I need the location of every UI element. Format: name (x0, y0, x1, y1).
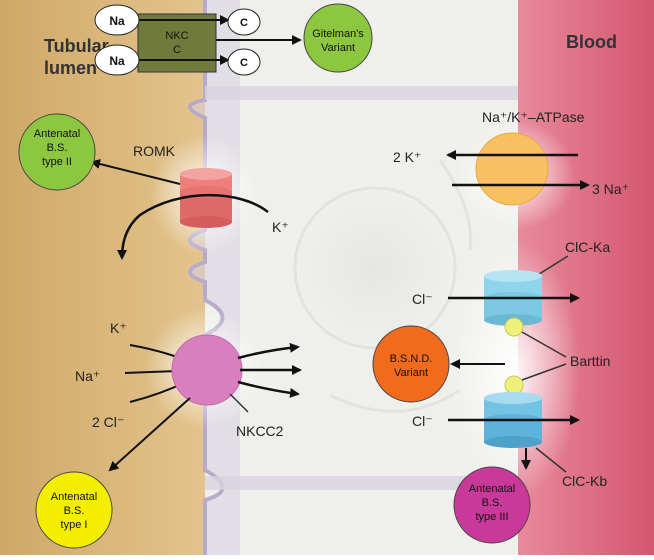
nkcc2-k-label: K⁺ (110, 320, 127, 336)
clc-kb-cl-label: Cl⁻ (412, 413, 433, 429)
nkcc-box-line1: NKC (165, 30, 188, 42)
type2-line1: Antenatal (34, 128, 80, 140)
atpase-k-label: 2 K⁺ (393, 149, 421, 165)
antenatal-bs-type1-circle (35, 471, 113, 549)
gitelman-line1: Gitelman's (312, 28, 364, 40)
romk-label: ROMK (133, 143, 176, 159)
barttin-pointer-lower (521, 363, 567, 381)
clc-kb-top (484, 392, 542, 404)
na-top-oval (94, 4, 140, 36)
clc-kb-lower (484, 420, 542, 442)
c-top-label: C (240, 17, 248, 29)
romk-channel-bottom (180, 216, 232, 228)
clc-ka-lower (484, 298, 542, 320)
antenatal-bs-type3-circle (453, 466, 531, 544)
clc-ka-pointer (535, 255, 569, 277)
nkcc2-out-arrow-1 (237, 342, 300, 360)
romk-k-label: K⁺ (272, 219, 289, 235)
bsnd-variant-circle (372, 325, 450, 403)
gitelman-variant-circle (303, 3, 373, 73)
barttin-upper (504, 317, 524, 337)
lower-junction (205, 476, 518, 490)
c-bottom-oval (227, 48, 261, 76)
na-bottom-label: Na (109, 54, 125, 68)
antenatal-bs-type2-circle (18, 113, 96, 191)
atpase-label: Na⁺/K⁺–ATPase (482, 109, 585, 125)
clc-kb-pointer (535, 447, 567, 473)
barttin-pointer-upper (521, 331, 567, 358)
nkcc2-out-arrow-3 (237, 380, 300, 398)
clc-kb-label: ClC-Kb (562, 473, 607, 489)
barttin-lower (504, 375, 524, 395)
romk-channel-top (180, 168, 232, 180)
type2-line2: B.S. (47, 142, 68, 154)
upper-junction (205, 86, 518, 100)
atpase-na-label: 3 Na⁺ (592, 181, 629, 197)
type1-line1: Antenatal (51, 491, 97, 503)
na-top-label: Na (109, 14, 125, 28)
nkcc2-cl-label: 2 Cl⁻ (92, 414, 124, 430)
barttin-label: Barttin (570, 353, 610, 369)
nkcc2-label: NKCC2 (236, 423, 284, 439)
type2-line3: type II (42, 156, 72, 168)
nkcc2-label-pointer (229, 393, 249, 413)
blood-label: Blood (566, 32, 617, 52)
clc-kb-upper (484, 398, 542, 420)
lumen-label-line1: Tubular (44, 36, 109, 56)
clc-ka-cl-label: Cl⁻ (412, 291, 433, 307)
type3-line3: type III (475, 511, 508, 523)
romk-k-arrow (117, 193, 269, 260)
clc-glow (450, 240, 580, 500)
nkcc-box (137, 13, 217, 73)
nucleus (293, 186, 457, 350)
lumen-region (0, 0, 205, 555)
type1-line3: type I (61, 519, 88, 531)
gitelman-line2: Variant (321, 42, 355, 54)
type3-line1: Antenatal (469, 483, 515, 495)
type3-line2: B.S. (482, 497, 503, 509)
nkcc2-na-label: Na⁺ (75, 368, 100, 384)
apical-membrane-line (188, 0, 225, 555)
na-k-atpase-pump (475, 132, 549, 206)
c-bottom-label: C (240, 57, 248, 69)
clc-ka-upper (484, 276, 542, 298)
er-arc-2 (438, 159, 473, 251)
bsnd-line1: B.S.N.D. (390, 353, 433, 365)
clc-ka-label: ClC-Ka (565, 239, 610, 255)
nkcc-box-line2: C (173, 44, 181, 56)
nkcc2-to-type1-arrow (108, 397, 191, 472)
lumen-label-line2: lumen (44, 58, 97, 78)
clc-kb-bottom (484, 436, 542, 448)
c-top-oval (227, 8, 261, 36)
er-arc (329, 388, 461, 413)
na-bottom-oval (94, 44, 140, 76)
bsnd-line2: Variant (394, 367, 428, 379)
type1-line2: B.S. (64, 505, 85, 517)
romk-to-type2-arrow (90, 159, 181, 185)
clc-ka-top (484, 270, 542, 282)
